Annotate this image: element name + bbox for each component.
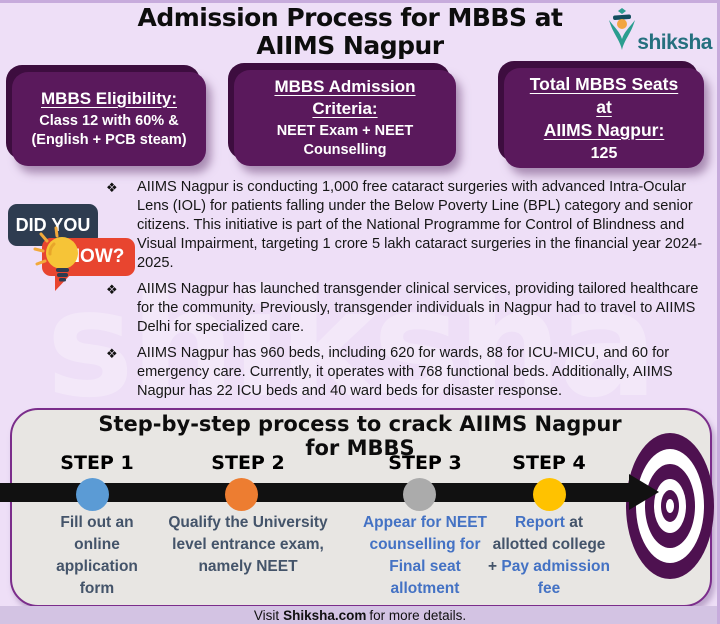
footer-prefix: Visit [253, 607, 280, 623]
diamond-bullet-icon: ❖ [106, 282, 118, 297]
step-4-dot [533, 478, 566, 511]
admission-criteria-title: MBBS Admission Criteria: [274, 77, 416, 118]
timeline-bar [0, 483, 632, 502]
total-seats-title: Total MBBS Seats at AIIMS Nagpur: [529, 74, 679, 140]
lightbulb-icon [31, 224, 89, 289]
eligibility-title: MBBS Eligibility: [41, 89, 177, 108]
logo-wordmark: shiksha [637, 31, 712, 54]
shiksha-logo: shiksha [603, 6, 712, 57]
fact-text: AIIMS Nagpur is conducting 1,000 free ca… [137, 179, 703, 271]
total-seats-box: Total MBBS Seats at AIIMS Nagpur: 125 [504, 68, 704, 168]
timeline-arrowhead-icon [629, 474, 659, 510]
step-2-label: STEP 2 [211, 452, 285, 474]
step-3-dot [403, 478, 436, 511]
step-1-label: STEP 1 [60, 452, 134, 474]
step-4-description: Report at allotted college + Pay admissi… [488, 514, 610, 597]
facts-list: ❖ AIIMS Nagpur is conducting 1,000 free … [106, 178, 710, 408]
graduate-figure-icon [603, 6, 641, 57]
step-2-description: Qualify the University level entrance ex… [168, 514, 328, 575]
step-3-description: Appear for NEET counselling for Final se… [362, 514, 487, 597]
step-3-label: STEP 3 [388, 452, 462, 474]
admission-criteria-box: MBBS Admission Criteria: NEET Exam + NEE… [234, 70, 456, 166]
right-edge-divider [717, 0, 720, 624]
fact-text: AIIMS Nagpur has launched transgender cl… [137, 281, 699, 335]
diamond-bullet-icon: ❖ [106, 180, 118, 195]
footer-suffix: for more details. [369, 607, 467, 623]
eligibility-body: Class 12 with 60% & (English + PCB steam… [31, 113, 187, 148]
step-2-dot [225, 478, 258, 511]
eligibility-box: MBBS Eligibility: Class 12 with 60% & (E… [12, 72, 206, 166]
fact-item: ❖ AIIMS Nagpur has 960 beds, including 6… [106, 344, 710, 401]
did-you-know-badge: DID YOU KNOW? [5, 198, 140, 298]
total-seats-value: 125 [590, 145, 618, 162]
top-edge-divider [0, 0, 720, 3]
speech-bubble-tail [55, 274, 71, 291]
step-1-dot [76, 478, 109, 511]
admission-criteria-body: NEET Exam + NEET Counselling [276, 123, 414, 158]
footer-strip: Visit Shiksha.com for more details. [0, 606, 720, 624]
fact-item: ❖ AIIMS Nagpur has launched transgender … [106, 280, 710, 337]
step-1-description: Fill out an online application form [56, 514, 138, 597]
fact-text: AIIMS Nagpur has 960 beds, including 620… [137, 345, 673, 399]
footer-brand: Shiksha.com [283, 607, 367, 623]
diamond-bullet-icon: ❖ [106, 346, 118, 361]
page-title: Admission Process for MBBS at AIIMS Nagp… [137, 3, 563, 60]
background-watermark: shiksha [46, 258, 658, 430]
process-title: Step-by-step process to crack AIIMS Nagp… [98, 412, 622, 460]
fact-item: ❖ AIIMS Nagpur is conducting 1,000 free … [106, 178, 710, 273]
step-4-label: STEP 4 [512, 452, 586, 474]
